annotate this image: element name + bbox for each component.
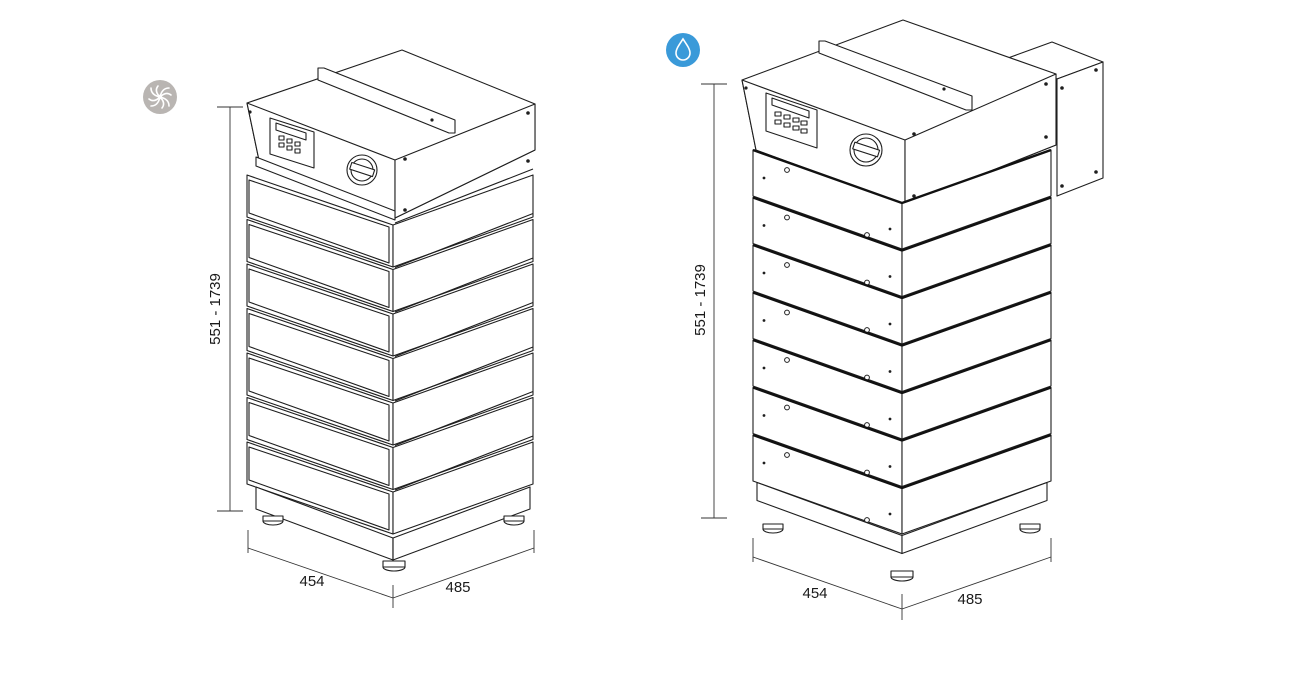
control-box [246,49,536,221]
foot [762,523,1041,582]
screw [762,414,766,417]
battery-module-stack [752,148,1052,555]
module [752,433,1052,535]
fan-icon [143,80,177,114]
control-box [741,19,1057,206]
module [752,243,1052,345]
screw [888,417,892,421]
screw [784,262,790,268]
battery-module-stack [246,168,534,535]
screw [784,309,790,316]
depth-label: 485 [957,591,982,608]
water-drop-icon [666,33,700,67]
screw [784,452,790,458]
height-dimension-line [701,83,727,519]
screw [762,224,766,227]
base-plinth [255,486,531,561]
screw [762,271,766,275]
screw [762,176,766,180]
screw [888,275,892,278]
screw [762,461,766,465]
width-dimension-line [247,530,394,608]
height-label: 551 - 1739 [207,273,224,345]
screw [888,512,892,516]
depth-label: 485 [445,579,470,596]
screw [784,404,790,411]
module [246,168,534,268]
height-dimension-line [217,106,243,512]
module [752,196,1052,298]
screw [762,366,766,370]
base-plinth [756,481,1048,555]
screw [888,465,892,468]
screw [888,322,892,326]
module [246,346,534,446]
screw [784,214,790,221]
module [246,390,534,491]
module [246,301,534,402]
heat-exchanger-box [1007,41,1104,197]
width-label: 454 [802,585,827,602]
depth-dimension-line [392,530,535,599]
screw [888,370,892,373]
screw [888,227,892,231]
screw [762,319,766,322]
height-label: 551 - 1739 [692,264,709,336]
width-label: 454 [299,573,324,590]
module [752,386,1052,488]
module [246,212,534,313]
module [752,338,1052,440]
foot [262,515,525,572]
screw [784,357,790,363]
module [752,291,1052,393]
width-dimension-line [752,538,903,620]
module [246,435,534,535]
depth-dimension-line [901,538,1052,610]
module [752,148,1052,250]
unit-b: 551 - 1739 [666,19,1104,620]
module [246,257,534,357]
unit-a: 551 - 1739 [143,49,536,608]
screw [784,167,790,173]
